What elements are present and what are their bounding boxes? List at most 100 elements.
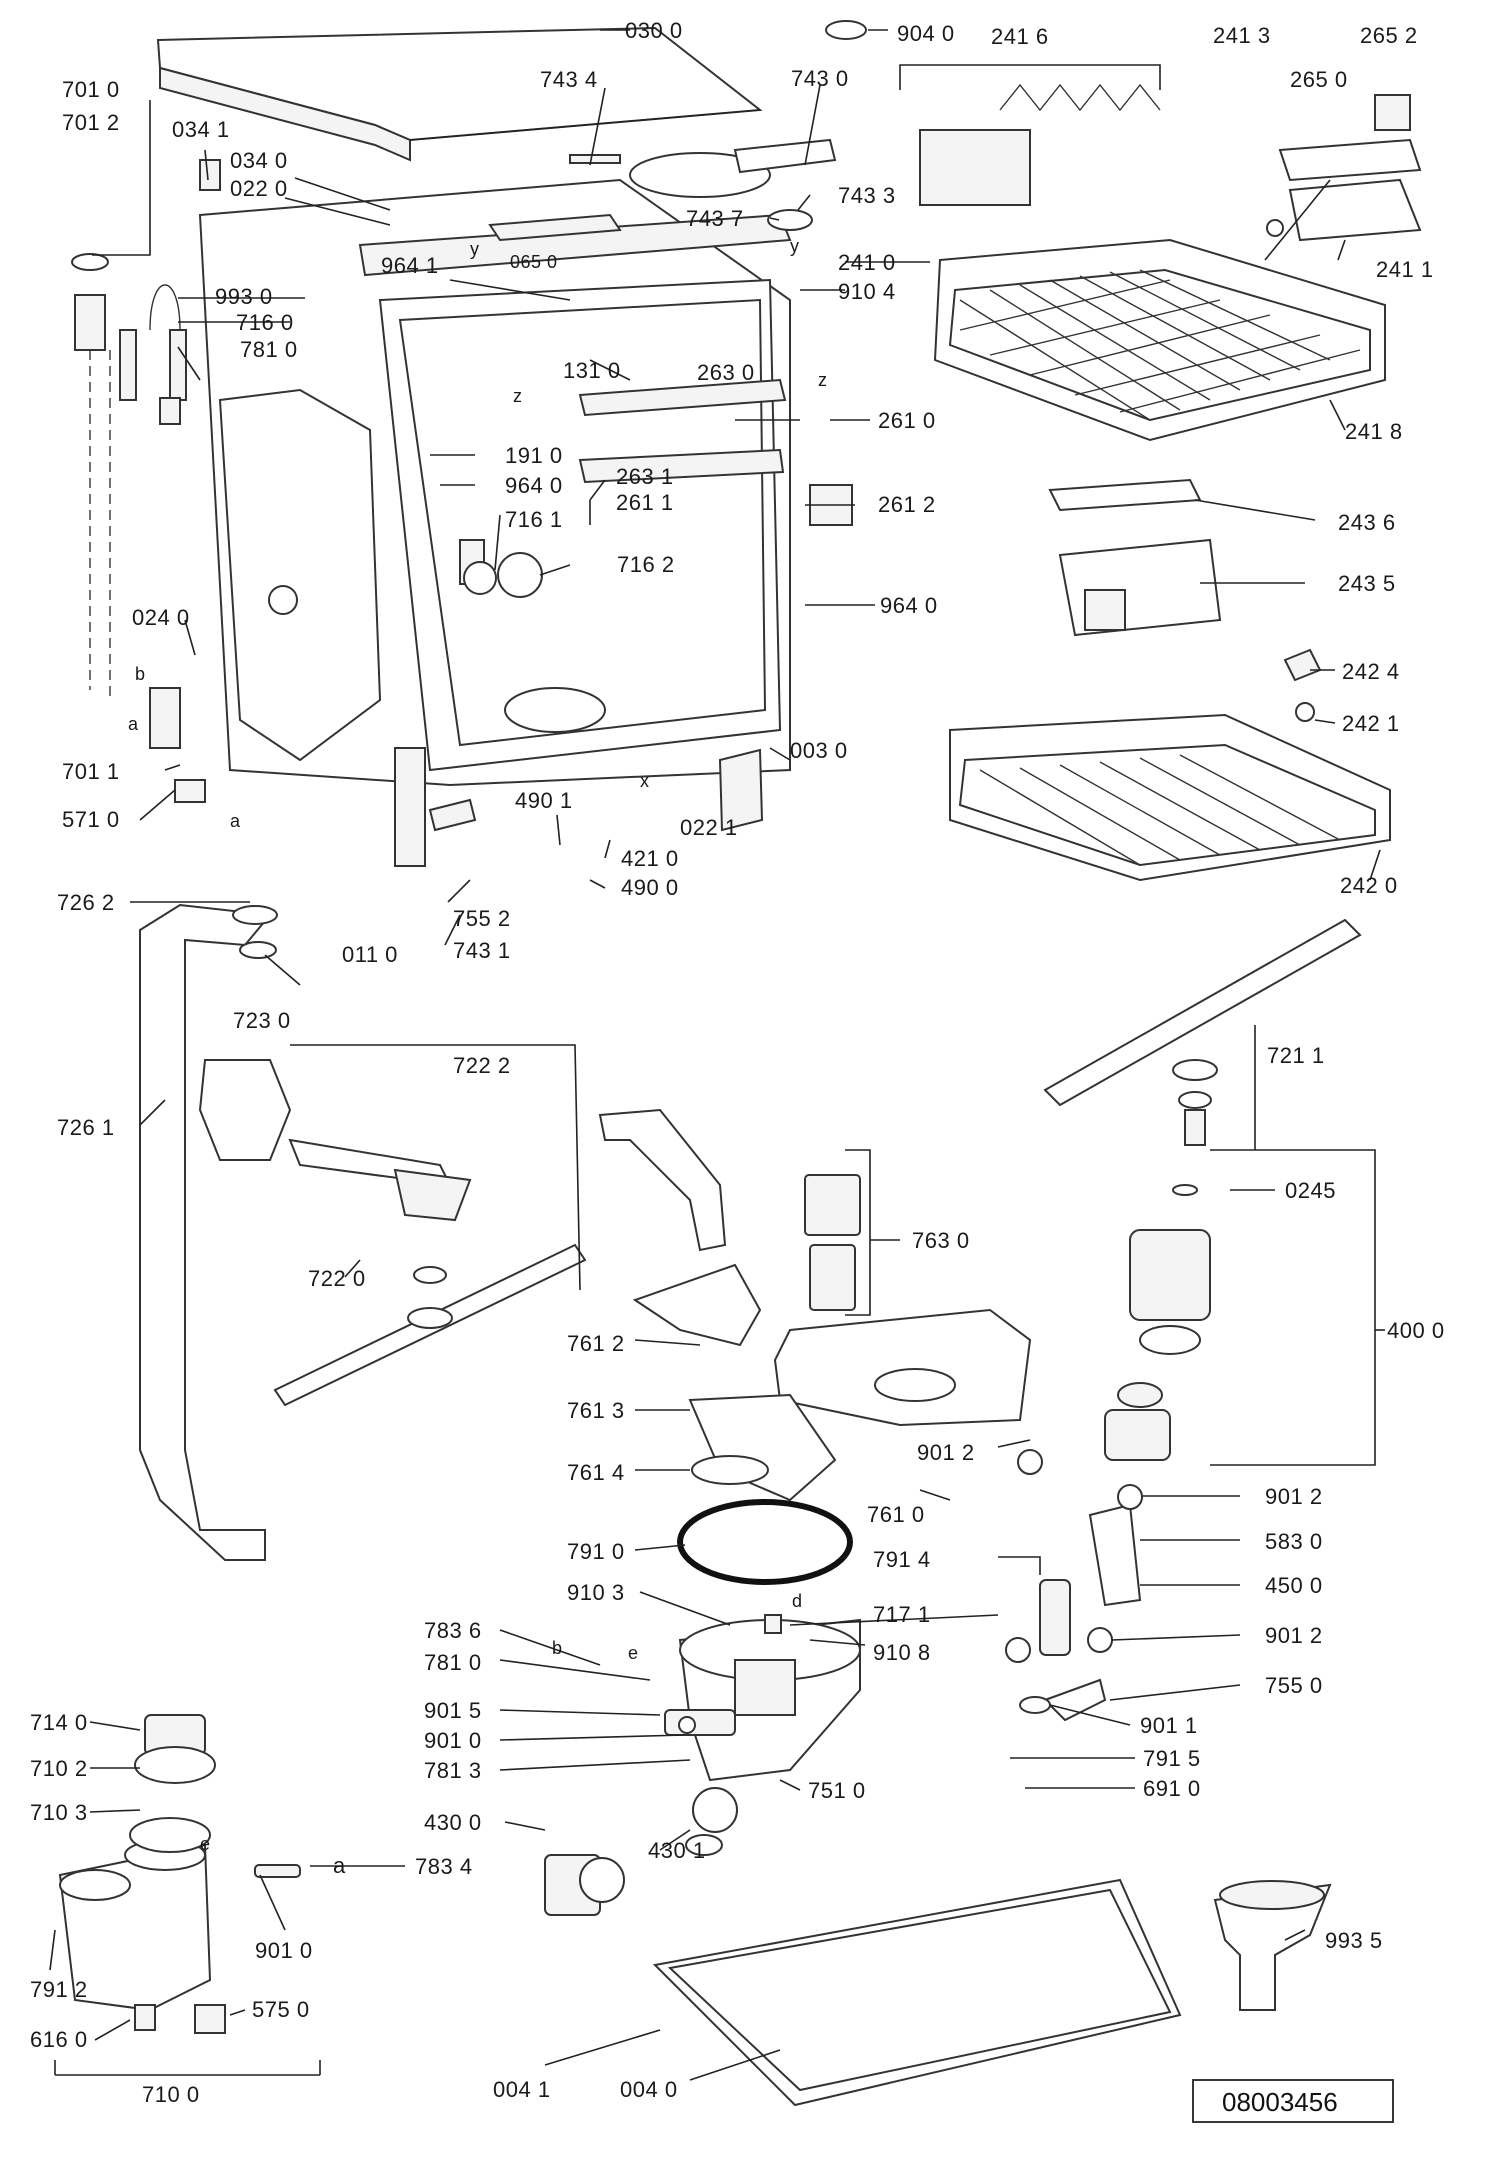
label-964-0-a: 964 0 xyxy=(505,473,563,498)
label-022-0: 022 0 xyxy=(230,176,288,201)
label-910-8: 910 8 xyxy=(873,1640,931,1665)
sump-assembly-part xyxy=(677,1499,861,1782)
marker-a: a xyxy=(230,811,241,831)
label-901-0-a: 901 0 xyxy=(424,1728,482,1753)
label-003-0: 003 0 xyxy=(790,738,848,763)
label-242-1: 242 1 xyxy=(1342,711,1400,736)
label-430-1: 430 1 xyxy=(648,1838,706,1863)
marker-x: x xyxy=(640,771,650,791)
label-261-2: 261 2 xyxy=(878,492,936,517)
label-261-1: 261 1 xyxy=(616,490,674,515)
label-755-2: 755 2 xyxy=(453,906,511,931)
reference-box: 08003456 xyxy=(1192,2079,1394,2123)
label-717-1: 717 1 xyxy=(873,1602,931,1627)
top-cover-part xyxy=(156,26,763,162)
label-743-7: 743 7 xyxy=(686,206,744,231)
label-901-2-b: 901 2 xyxy=(1265,1484,1323,1509)
label-761-0: 761 0 xyxy=(867,1502,925,1527)
drain-pump-part xyxy=(544,1709,738,1916)
label-710-3: 710 3 xyxy=(30,1800,88,1825)
leader-lines xyxy=(49,29,1385,2081)
label-710-2: 710 2 xyxy=(30,1756,88,1781)
label-261-0: 261 0 xyxy=(878,408,936,433)
lower-spray-arm-part xyxy=(273,1138,587,1407)
marker-e: e xyxy=(628,1643,639,1663)
label-781-0-b: 781 0 xyxy=(424,1650,482,1675)
label-241-0: 241 0 xyxy=(838,250,896,275)
label-726-2: 726 2 xyxy=(57,890,115,915)
label-791-5: 791 5 xyxy=(1143,1746,1201,1771)
label-004-1: 004 1 xyxy=(493,2077,551,2102)
label-743-3: 743 3 xyxy=(838,183,896,208)
marker-a: a xyxy=(333,1853,346,1878)
label-783-4: 783 4 xyxy=(415,1854,473,1879)
label-901-0-b: 901 0 xyxy=(255,1938,313,1963)
label-011-0: 011 0 xyxy=(342,942,398,967)
water-softener-part xyxy=(54,1714,321,2076)
label-901-2-c: 901 2 xyxy=(1265,1623,1323,1648)
base-frame-part xyxy=(652,1878,1182,2107)
upper-basket-part xyxy=(933,238,1386,442)
label-131-0: 131 0 xyxy=(563,358,621,383)
filter-assembly-part xyxy=(632,1174,1032,1502)
label-243-5: 243 5 xyxy=(1338,571,1396,596)
label-241-3: 241 3 xyxy=(1213,23,1271,48)
label-751-0: 751 0 xyxy=(808,1778,866,1803)
label-583-0: 583 0 xyxy=(1265,1529,1323,1554)
label-691-0: 691 0 xyxy=(1143,1776,1201,1801)
label-910-3: 910 3 xyxy=(567,1580,625,1605)
connection-markers: b a a x z z y y b e e a d xyxy=(128,236,827,1878)
label-242-0: 242 0 xyxy=(1340,873,1398,898)
marker-a: a xyxy=(128,714,139,734)
label-781-3: 781 3 xyxy=(424,1758,482,1783)
top-spray-parts xyxy=(199,20,867,231)
label-034-0: 034 0 xyxy=(230,148,288,173)
salt-funnel-part xyxy=(1213,1880,1332,2011)
label-004-0: 004 0 xyxy=(620,2077,678,2102)
marker-b: b xyxy=(552,1638,563,1658)
label-901-2-a: 901 2 xyxy=(917,1440,975,1465)
label-716-2: 716 2 xyxy=(617,552,675,577)
marker-b: b xyxy=(135,664,146,684)
label-964-1: 964 1 xyxy=(381,253,439,278)
label-421-0: 421 0 xyxy=(621,846,679,871)
label-191-0: 191 0 xyxy=(505,443,563,468)
middle-duct-part xyxy=(598,1108,727,1252)
label-783-6: 783 6 xyxy=(424,1618,482,1643)
label-571-0: 571 0 xyxy=(62,807,120,832)
label-241-8: 241 8 xyxy=(1345,419,1403,444)
heater-hoses-part xyxy=(1005,1449,1143,1722)
label-910-4: 910 4 xyxy=(838,279,896,304)
label-242-4: 242 4 xyxy=(1342,659,1400,684)
label-024-0: 024 0 xyxy=(132,605,190,630)
label-901-5: 901 5 xyxy=(424,1698,482,1723)
label-755-0: 755 0 xyxy=(1265,1673,1323,1698)
marker-e: e xyxy=(200,1834,211,1854)
label-993-0: 993 0 xyxy=(215,284,273,309)
label-761-2: 761 2 xyxy=(567,1331,625,1356)
label-763-0: 763 0 xyxy=(912,1228,970,1253)
label-263-0: 263 0 xyxy=(697,360,755,385)
label-265-2: 265 2 xyxy=(1360,23,1418,48)
label-241-1: 241 1 xyxy=(1376,257,1434,282)
label-701-2: 701 2 xyxy=(62,110,120,135)
label-964-0-b: 964 0 xyxy=(880,593,938,618)
label-716-0: 716 0 xyxy=(236,310,294,335)
feed-pipe-part xyxy=(139,903,292,1561)
label-616-0: 616 0 xyxy=(30,2027,88,2052)
label-761-4: 761 4 xyxy=(567,1460,625,1485)
marker-d: d xyxy=(792,1591,803,1611)
label-701-1: 701 1 xyxy=(62,759,120,784)
marker-z: z xyxy=(513,386,523,406)
group-brackets xyxy=(290,64,1376,1466)
upper-spray-arm-part xyxy=(1043,918,1362,1146)
label-243-6: 243 6 xyxy=(1338,510,1396,535)
label-743-4: 743 4 xyxy=(540,67,598,92)
label-901-1: 901 1 xyxy=(1140,1713,1198,1738)
label-723-0: 723 0 xyxy=(233,1008,291,1033)
label-265-0: 265 0 xyxy=(1290,67,1348,92)
label-761-3: 761 3 xyxy=(567,1398,625,1423)
label-065-0: 065 0 xyxy=(510,252,558,272)
marker-y: y xyxy=(470,239,480,259)
label-490-0: 490 0 xyxy=(621,875,679,900)
